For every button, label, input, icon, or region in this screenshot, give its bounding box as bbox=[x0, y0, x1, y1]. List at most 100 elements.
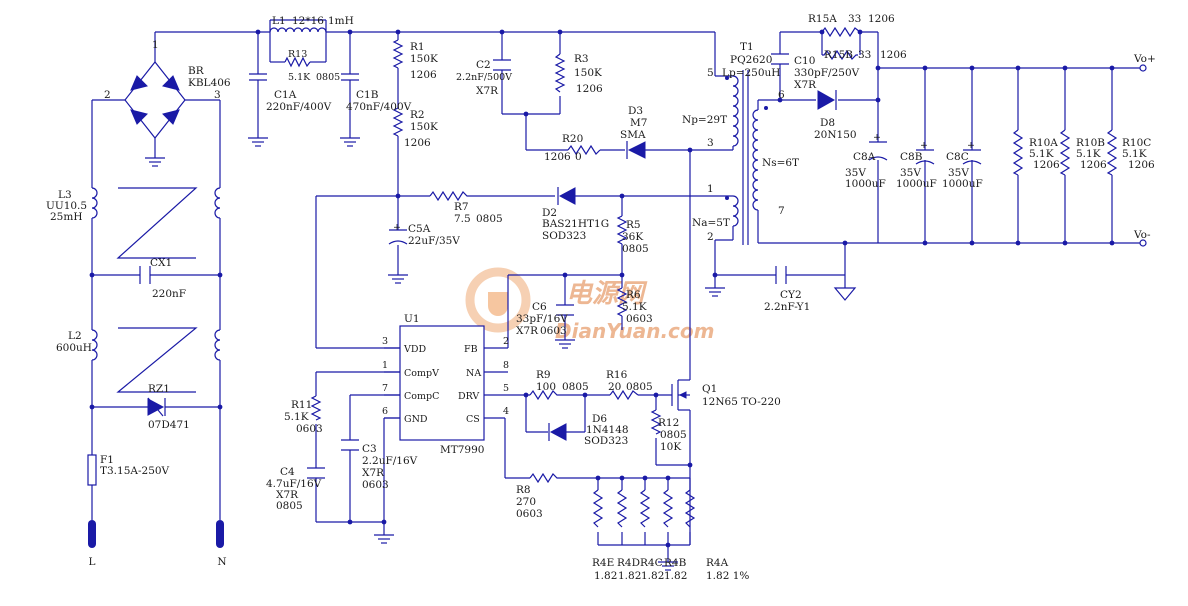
bridge-pin3: 3 bbox=[214, 89, 221, 101]
c8c-capacitor bbox=[962, 149, 982, 165]
c6-type: X7R bbox=[516, 325, 539, 337]
c2-type: X7R bbox=[476, 85, 499, 97]
t1-pin6: 6 bbox=[778, 89, 785, 101]
c8b-voltage: 35V bbox=[900, 167, 921, 179]
r4c-value: 1.82 bbox=[641, 570, 664, 582]
t1-na: Na=5T bbox=[692, 217, 730, 229]
svg-text:+: + bbox=[920, 140, 928, 151]
r15b-resistor bbox=[822, 49, 858, 61]
r15a-value: 33 bbox=[848, 13, 861, 25]
r5-ref: R5 bbox=[626, 219, 641, 231]
r4a-resistor bbox=[684, 489, 696, 528]
c4-capacitor bbox=[307, 467, 325, 479]
d2-package: SOD323 bbox=[542, 230, 586, 242]
r7-value: 7.5 bbox=[454, 213, 471, 225]
u1-pin-fb-num: 2 bbox=[503, 336, 509, 347]
u1-pin-compc-num: 7 bbox=[382, 383, 388, 394]
cy2-capacitor bbox=[775, 266, 787, 284]
d6-diode bbox=[548, 423, 567, 441]
t1-pin2: 2 bbox=[707, 231, 714, 243]
c6-package: 0603 bbox=[540, 325, 567, 337]
r16-package: 0805 bbox=[626, 381, 653, 393]
r4d-value: 1.82 bbox=[618, 570, 641, 582]
f1-ref: F1 bbox=[100, 454, 114, 466]
c10-type: X7R bbox=[794, 79, 817, 91]
r20-resistor bbox=[567, 144, 601, 156]
r15b-ref: R15B bbox=[824, 49, 853, 61]
l2-value: 600uH bbox=[56, 342, 92, 354]
c8a-capacitance: 1000uF bbox=[845, 178, 886, 190]
u1-ref: U1 bbox=[404, 313, 420, 325]
d3-value: M7 bbox=[630, 117, 647, 129]
d6-package: SOD323 bbox=[584, 435, 628, 447]
r5-package: 0805 bbox=[622, 243, 649, 255]
c6-value: 33pF/16V bbox=[516, 313, 568, 325]
f1-fuse bbox=[87, 454, 97, 486]
c1b-value: 470nF/400V bbox=[346, 101, 412, 113]
u1-pin-gnd-name: GND bbox=[404, 414, 428, 425]
r4b-ref: R4B bbox=[664, 557, 687, 569]
r13-value: 5.1K bbox=[288, 72, 311, 83]
c5a-value: 22uF/35V bbox=[408, 235, 460, 247]
bridge-value: KBL406 bbox=[188, 77, 231, 89]
r9-resistor bbox=[529, 389, 560, 401]
d3-diode bbox=[626, 141, 646, 159]
c8a-voltage: 35V bbox=[845, 167, 866, 179]
t1-lp: Lp=250uH bbox=[722, 67, 780, 79]
r15b-package: 1206 bbox=[880, 49, 907, 61]
l3-ref: L3 bbox=[58, 189, 72, 201]
d8-diode bbox=[817, 90, 837, 110]
c3-type: X7R bbox=[362, 467, 385, 479]
r11-package: 0603 bbox=[296, 423, 323, 435]
c6-capacitor bbox=[556, 304, 574, 316]
c1b-capacitor bbox=[341, 73, 359, 81]
c8b-capacitor bbox=[915, 149, 935, 165]
r4e-ref: R4E bbox=[592, 557, 614, 569]
c4-type: X7R bbox=[276, 489, 299, 501]
c6-ref: C6 bbox=[532, 301, 547, 313]
r10c-package: 1206 bbox=[1128, 159, 1155, 171]
r2-resistor bbox=[392, 107, 404, 137]
t1-pin3: 3 bbox=[707, 137, 714, 149]
d8-ref: D8 bbox=[820, 117, 835, 129]
r20-ref: R20 bbox=[562, 133, 583, 145]
r10a-ref: R10A bbox=[1029, 137, 1058, 149]
d2-diode bbox=[557, 187, 576, 205]
r3-value: 150K bbox=[574, 67, 602, 79]
r10c-resistor bbox=[1106, 129, 1118, 176]
r8-ref: R8 bbox=[516, 484, 531, 496]
r11-resistor bbox=[310, 395, 322, 421]
c1a-ref: C1A bbox=[274, 89, 297, 101]
vo-neg-label: Vo- bbox=[1133, 229, 1151, 241]
r15b-value: 33 bbox=[858, 49, 871, 61]
cx1-value: 220nF bbox=[152, 288, 186, 300]
r5-value: 36K bbox=[622, 231, 643, 243]
f1-value: T3.15A-250V bbox=[100, 465, 170, 477]
line-terminal-label: L bbox=[89, 556, 96, 568]
r12-value: 10K bbox=[660, 441, 681, 453]
u1-left-pins: 3 VDD 1 CompV 7 CompC 6 GND bbox=[382, 336, 439, 425]
r20-value: 0 bbox=[575, 151, 582, 163]
svg-text:+: + bbox=[967, 140, 975, 151]
r16-value: 20 bbox=[608, 381, 621, 393]
l1-ref: L1 bbox=[272, 15, 286, 27]
r1-package: 1206 bbox=[410, 69, 437, 81]
cy2-value: 2.2nF-Y1 bbox=[764, 301, 810, 313]
u1-pin-compc-name: CompC bbox=[404, 391, 439, 402]
r2-package: 1206 bbox=[404, 137, 431, 149]
r7-ref: R7 bbox=[454, 201, 469, 213]
r3-package: 1206 bbox=[576, 83, 603, 95]
r12-package: 0805 bbox=[660, 429, 687, 441]
u1-pin-cs-num: 4 bbox=[503, 406, 509, 417]
t1-ref: T1 bbox=[740, 41, 754, 53]
r10c-value: 5.1K bbox=[1122, 148, 1147, 160]
r4a-value: 1.82 1% bbox=[706, 570, 749, 582]
l3-val1: UU10.5 bbox=[46, 200, 87, 212]
u1-pin-vdd-name: VDD bbox=[403, 344, 426, 355]
r1-value: 150K bbox=[410, 53, 438, 65]
r10a-resistor bbox=[1012, 129, 1024, 176]
polarity-marks: + + + + bbox=[393, 132, 975, 233]
r4b-value: 1.82 bbox=[664, 570, 687, 582]
wires bbox=[91, 19, 1140, 562]
d3-ref: D3 bbox=[628, 105, 643, 117]
